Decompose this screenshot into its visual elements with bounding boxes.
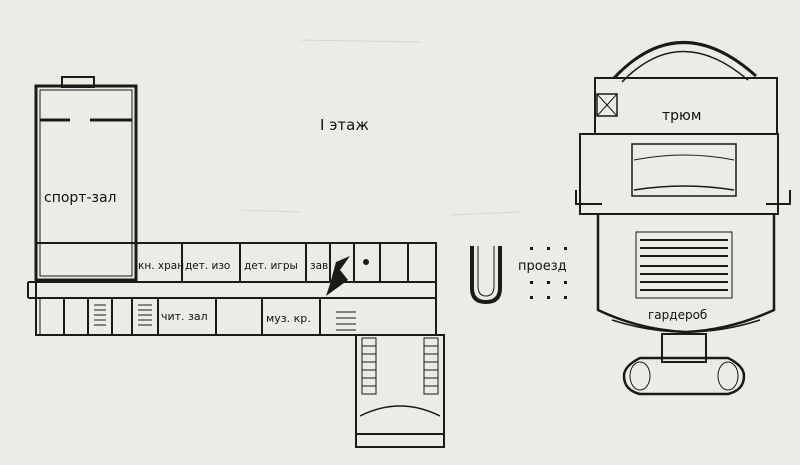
room-label-children-art: дет. изо bbox=[185, 260, 230, 272]
u-shaped-canopy bbox=[470, 246, 502, 305]
label-driveway: проезд bbox=[518, 259, 567, 274]
scan-texture bbox=[239, 39, 521, 216]
theatre-block bbox=[575, 41, 791, 396]
room-label-book-storage: кн. хран bbox=[138, 260, 184, 272]
room-label-music-room: муз. кр. bbox=[266, 312, 311, 325]
sport-hall-block bbox=[34, 76, 138, 282]
room-label-hold: трюм bbox=[662, 108, 701, 124]
room-label-reading-room: чит. зал bbox=[161, 310, 208, 323]
room-label-cloakroom: гардероб bbox=[648, 308, 707, 322]
floor-title: I этаж bbox=[320, 116, 369, 134]
room-label-sport-hall: спорт-зал bbox=[44, 190, 116, 206]
room-label-manager: зав bbox=[310, 260, 328, 272]
driveway-columns bbox=[530, 247, 567, 299]
room-label-children-games: дет. игры bbox=[244, 260, 298, 272]
main-corridor-block bbox=[27, 242, 437, 336]
entrance-wing bbox=[355, 334, 445, 448]
